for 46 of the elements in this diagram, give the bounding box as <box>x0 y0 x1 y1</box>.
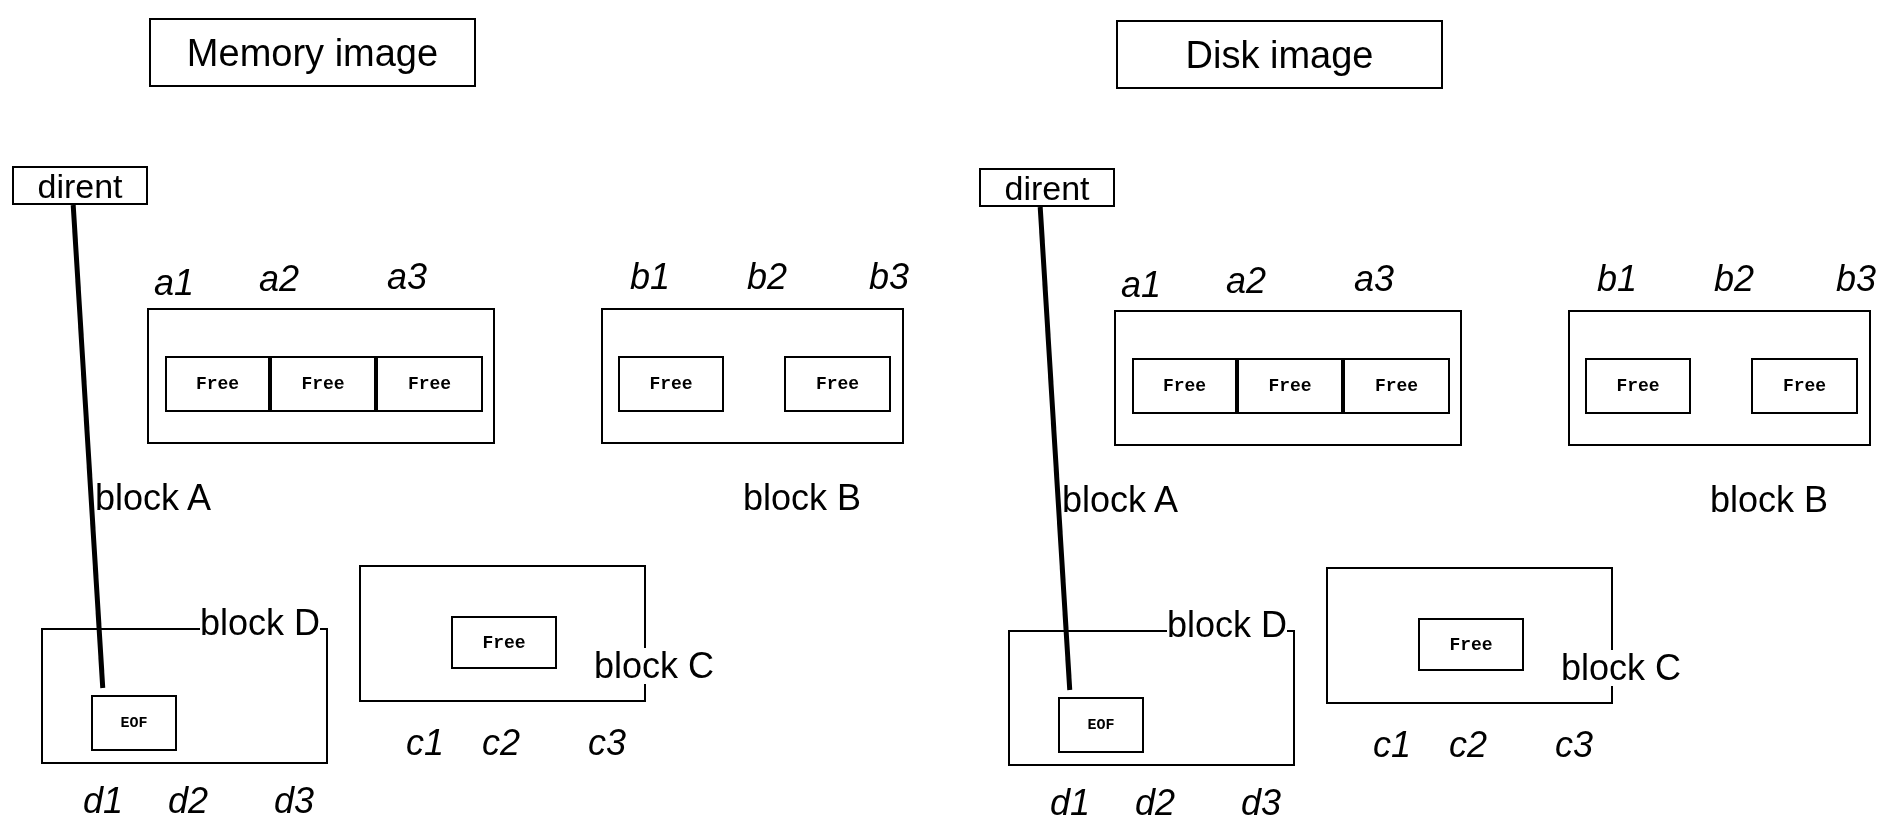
slot-label: d3 <box>1241 785 1281 821</box>
free-slot: Free <box>1343 358 1450 414</box>
eof-slot: EOF <box>1058 697 1144 753</box>
connector-line <box>70 204 106 689</box>
dirent-box: dirent <box>12 166 148 205</box>
slot-label: c1 <box>1373 727 1411 763</box>
slot-label: d3 <box>274 783 314 819</box>
block-label: block C <box>1561 650 1682 686</box>
free-slot: Free <box>1585 358 1691 414</box>
slot-label: d2 <box>168 783 208 819</box>
slot-label: b3 <box>1836 261 1876 297</box>
title-box: Memory image <box>149 18 476 87</box>
slot-label: c2 <box>1449 727 1487 763</box>
slot-label: b1 <box>1597 261 1637 297</box>
slot-label: a2 <box>1226 263 1266 299</box>
slot-label: a1 <box>154 265 194 301</box>
slot-label: b3 <box>869 259 909 295</box>
slot-label: b1 <box>630 259 670 295</box>
free-slot: Free <box>1751 358 1858 414</box>
slot-label: c2 <box>482 725 520 761</box>
slot-label: b2 <box>747 259 787 295</box>
free-slot: Free <box>451 616 557 669</box>
free-slot: Free <box>784 356 891 412</box>
free-slot: Free <box>618 356 724 412</box>
slot-label: d1 <box>1050 785 1090 821</box>
slot-label: c1 <box>406 725 444 761</box>
free-slot: Free <box>376 356 483 412</box>
slot-label: b2 <box>1714 261 1754 297</box>
slot-label: c3 <box>588 725 626 761</box>
slot-label: d2 <box>1135 785 1175 821</box>
eof-slot: EOF <box>91 695 177 751</box>
free-slot: Free <box>1418 618 1524 671</box>
slot-label: a3 <box>1354 261 1394 297</box>
slot-label: a2 <box>259 261 299 297</box>
slot-label: a3 <box>387 259 427 295</box>
free-slot: Free <box>1132 358 1237 414</box>
slot-label: c3 <box>1555 727 1593 763</box>
free-slot: Free <box>270 356 376 412</box>
block-label: block C <box>594 648 715 684</box>
title-box: Disk image <box>1116 20 1443 89</box>
dirent-box: dirent <box>979 168 1115 207</box>
slot-label: a1 <box>1121 267 1161 303</box>
slot-label: d1 <box>83 783 123 819</box>
free-slot: Free <box>1237 358 1343 414</box>
free-slot: Free <box>165 356 270 412</box>
connector-line <box>1037 206 1073 691</box>
